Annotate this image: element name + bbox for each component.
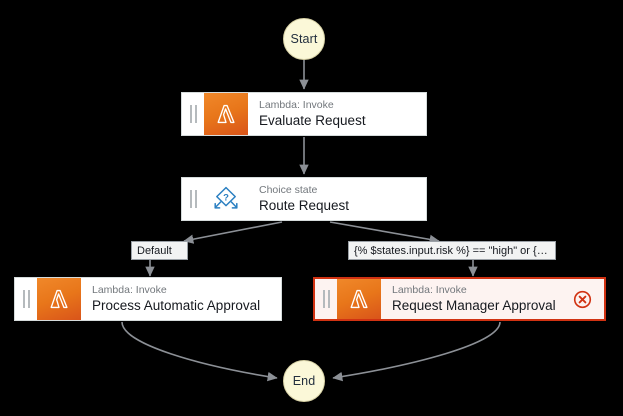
edge-label-condition-text: {% $states.input.risk %} == "high" or {%… [354,244,550,257]
state-kind-label: Lambda: Invoke [392,284,467,296]
state-name-label: Evaluate Request [259,113,366,128]
edge-label-condition[interactable]: {% $states.input.risk %} == "high" or {%… [348,241,556,260]
end-node[interactable]: End [283,360,325,402]
drag-handle-icon[interactable] [182,93,204,135]
state-node-evaluate-request[interactable]: Lambda: Invoke Evaluate Request [181,92,427,136]
edge-route-to-condition-label [329,221,440,245]
drag-handle-icon[interactable] [15,278,37,320]
lambda-icon [37,278,81,320]
state-name-label: Request Manager Approval [392,298,556,313]
state-node-text: Lambda: Invoke Request Manager Approval [381,279,573,319]
edge-request-to-end [332,321,501,382]
svg-text:?: ? [223,192,229,203]
start-node-label: Start [290,32,318,46]
choice-state-icon: ? [204,178,248,220]
state-node-text: Choice state Route Request [248,178,426,220]
drag-handle-icon[interactable] [315,279,337,319]
state-kind-label: Lambda: Invoke [92,284,167,296]
state-kind-label: Lambda: Invoke [259,99,334,111]
state-name-label: Process Automatic Approval [92,298,261,313]
start-node[interactable]: Start [283,18,325,60]
end-node-label: End [292,374,316,388]
state-name-label: Route Request [259,198,350,213]
lambda-icon [337,279,381,319]
drag-handle-icon[interactable] [182,178,204,220]
state-node-process-automatic-approval[interactable]: Lambda: Invoke Process Automatic Approva… [14,277,282,321]
edge-label-default[interactable]: Default [131,241,188,260]
state-node-request-manager-approval[interactable]: Lambda: Invoke Request Manager Approval [313,277,606,321]
lambda-icon [204,93,248,135]
state-node-route-request[interactable]: ? Choice state Route Request [181,177,427,221]
edge-label-default-text: Default [137,244,172,257]
edge-process-to-end [121,321,278,382]
state-node-text: Lambda: Invoke Process Automatic Approva… [81,278,281,320]
state-kind-label: Choice state [259,184,318,196]
error-circle-x-icon[interactable] [573,290,592,309]
state-node-text: Lambda: Invoke Evaluate Request [248,93,426,135]
edge-route-to-default-label [183,221,283,244]
